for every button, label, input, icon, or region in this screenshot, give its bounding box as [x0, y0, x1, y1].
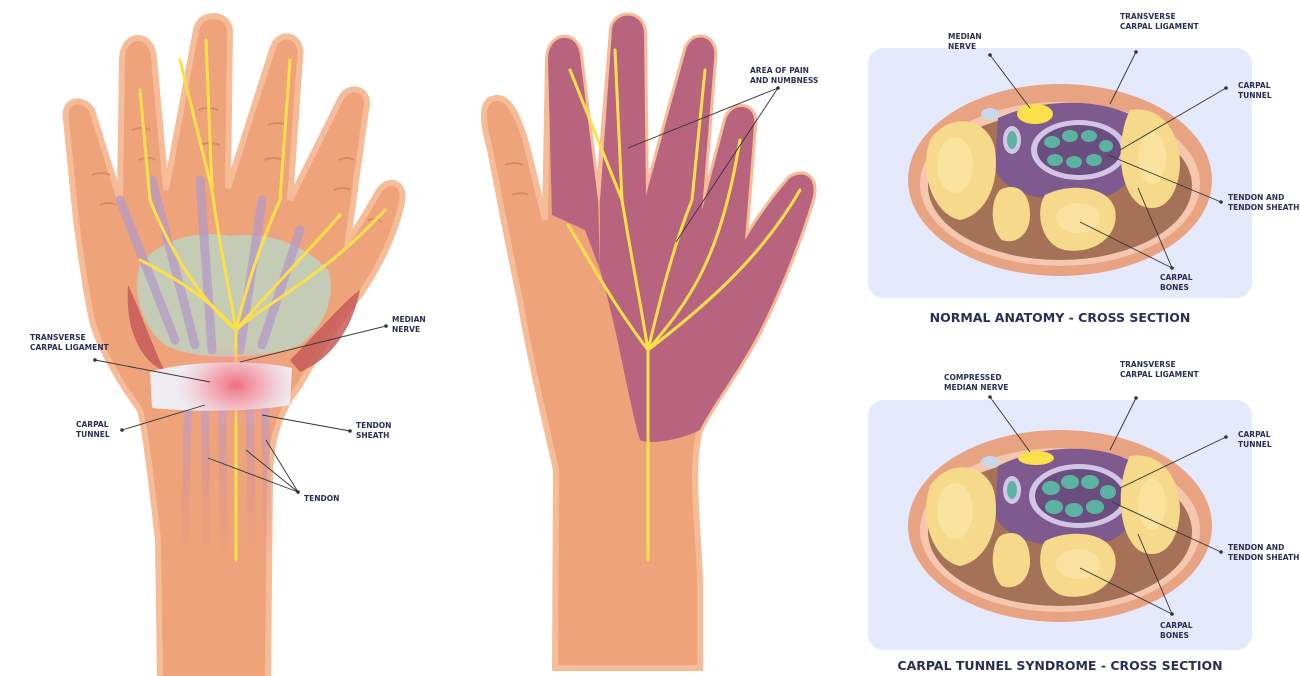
svg-text:CARPAL LIGAMENT: CARPAL LIGAMENT: [1120, 370, 1199, 379]
svg-text:COMPRESSED: COMPRESSED: [944, 373, 1002, 382]
svg-text:MEDIAN: MEDIAN: [392, 315, 426, 324]
svg-text:CARPAL: CARPAL: [1238, 81, 1271, 90]
svg-text:CARPAL: CARPAL: [1160, 273, 1193, 282]
svg-text:MEDIAN: MEDIAN: [948, 32, 982, 41]
svg-text:TRANSVERSE: TRANSVERSE: [30, 333, 86, 342]
svg-text:TENDON: TENDON: [304, 494, 339, 503]
svg-text:TENDON AND: TENDON AND: [1228, 193, 1284, 202]
normal-cross-section: MEDIAN NERVE TRANSVERSE CARPAL LIGAMENT …: [868, 12, 1299, 325]
svg-text:BONES: BONES: [1160, 631, 1189, 640]
syndrome-cross-section: COMPRESSED MEDIAN NERVE TRANSVERSE CARPA…: [868, 360, 1299, 673]
svg-text:NERVE: NERVE: [948, 42, 976, 51]
palmar-fascia: [137, 234, 331, 357]
nerve-cross: [1017, 104, 1053, 124]
inflammation: [176, 343, 296, 427]
svg-text:MEDIAN NERVE: MEDIAN NERVE: [944, 383, 1008, 392]
palm-label-sheath: TENDON SHEATH: [262, 415, 391, 440]
normal-caption: NORMAL ANATOMY - CROSS SECTION: [930, 310, 1191, 325]
compressed-nerve-cross: [1018, 451, 1054, 465]
svg-text:TUNNEL: TUNNEL: [1238, 91, 1272, 100]
svg-text:CARPAL: CARPAL: [1238, 430, 1271, 439]
svg-text:CARPAL LIGAMENT: CARPAL LIGAMENT: [1120, 22, 1199, 31]
numbness-illustration: AREA OF PAIN AND NUMBNESS: [484, 15, 818, 668]
palm-anatomy-illustration: TRANSVERSE CARPAL LIGAMENT MEDIAN NERVE …: [30, 16, 426, 676]
svg-text:TUNNEL: TUNNEL: [76, 430, 110, 439]
svg-text:SHEATH: SHEATH: [356, 431, 389, 440]
svg-text:AREA OF PAIN: AREA OF PAIN: [750, 66, 809, 75]
svg-text:TENDON SHEATH: TENDON SHEATH: [1228, 203, 1299, 212]
svg-text:TRANSVERSE: TRANSVERSE: [1120, 360, 1176, 369]
svg-text:AND NUMBNESS: AND NUMBNESS: [750, 76, 818, 85]
svg-text:TENDON SHEATH: TENDON SHEATH: [1228, 553, 1299, 562]
svg-text:TENDON AND: TENDON AND: [1228, 543, 1284, 552]
svg-text:TENDON: TENDON: [356, 421, 391, 430]
svg-text:BONES: BONES: [1160, 283, 1189, 292]
svg-text:CARPAL: CARPAL: [1160, 621, 1193, 630]
svg-text:TRANSVERSE: TRANSVERSE: [1120, 12, 1176, 21]
svg-text:NERVE: NERVE: [392, 325, 420, 334]
syndrome-caption: CARPAL TUNNEL SYNDROME - CROSS SECTION: [897, 658, 1222, 673]
svg-text:CARPAL LIGAMENT: CARPAL LIGAMENT: [30, 343, 109, 352]
svg-text:CARPAL: CARPAL: [76, 420, 109, 429]
svg-text:TUNNEL: TUNNEL: [1238, 440, 1272, 449]
